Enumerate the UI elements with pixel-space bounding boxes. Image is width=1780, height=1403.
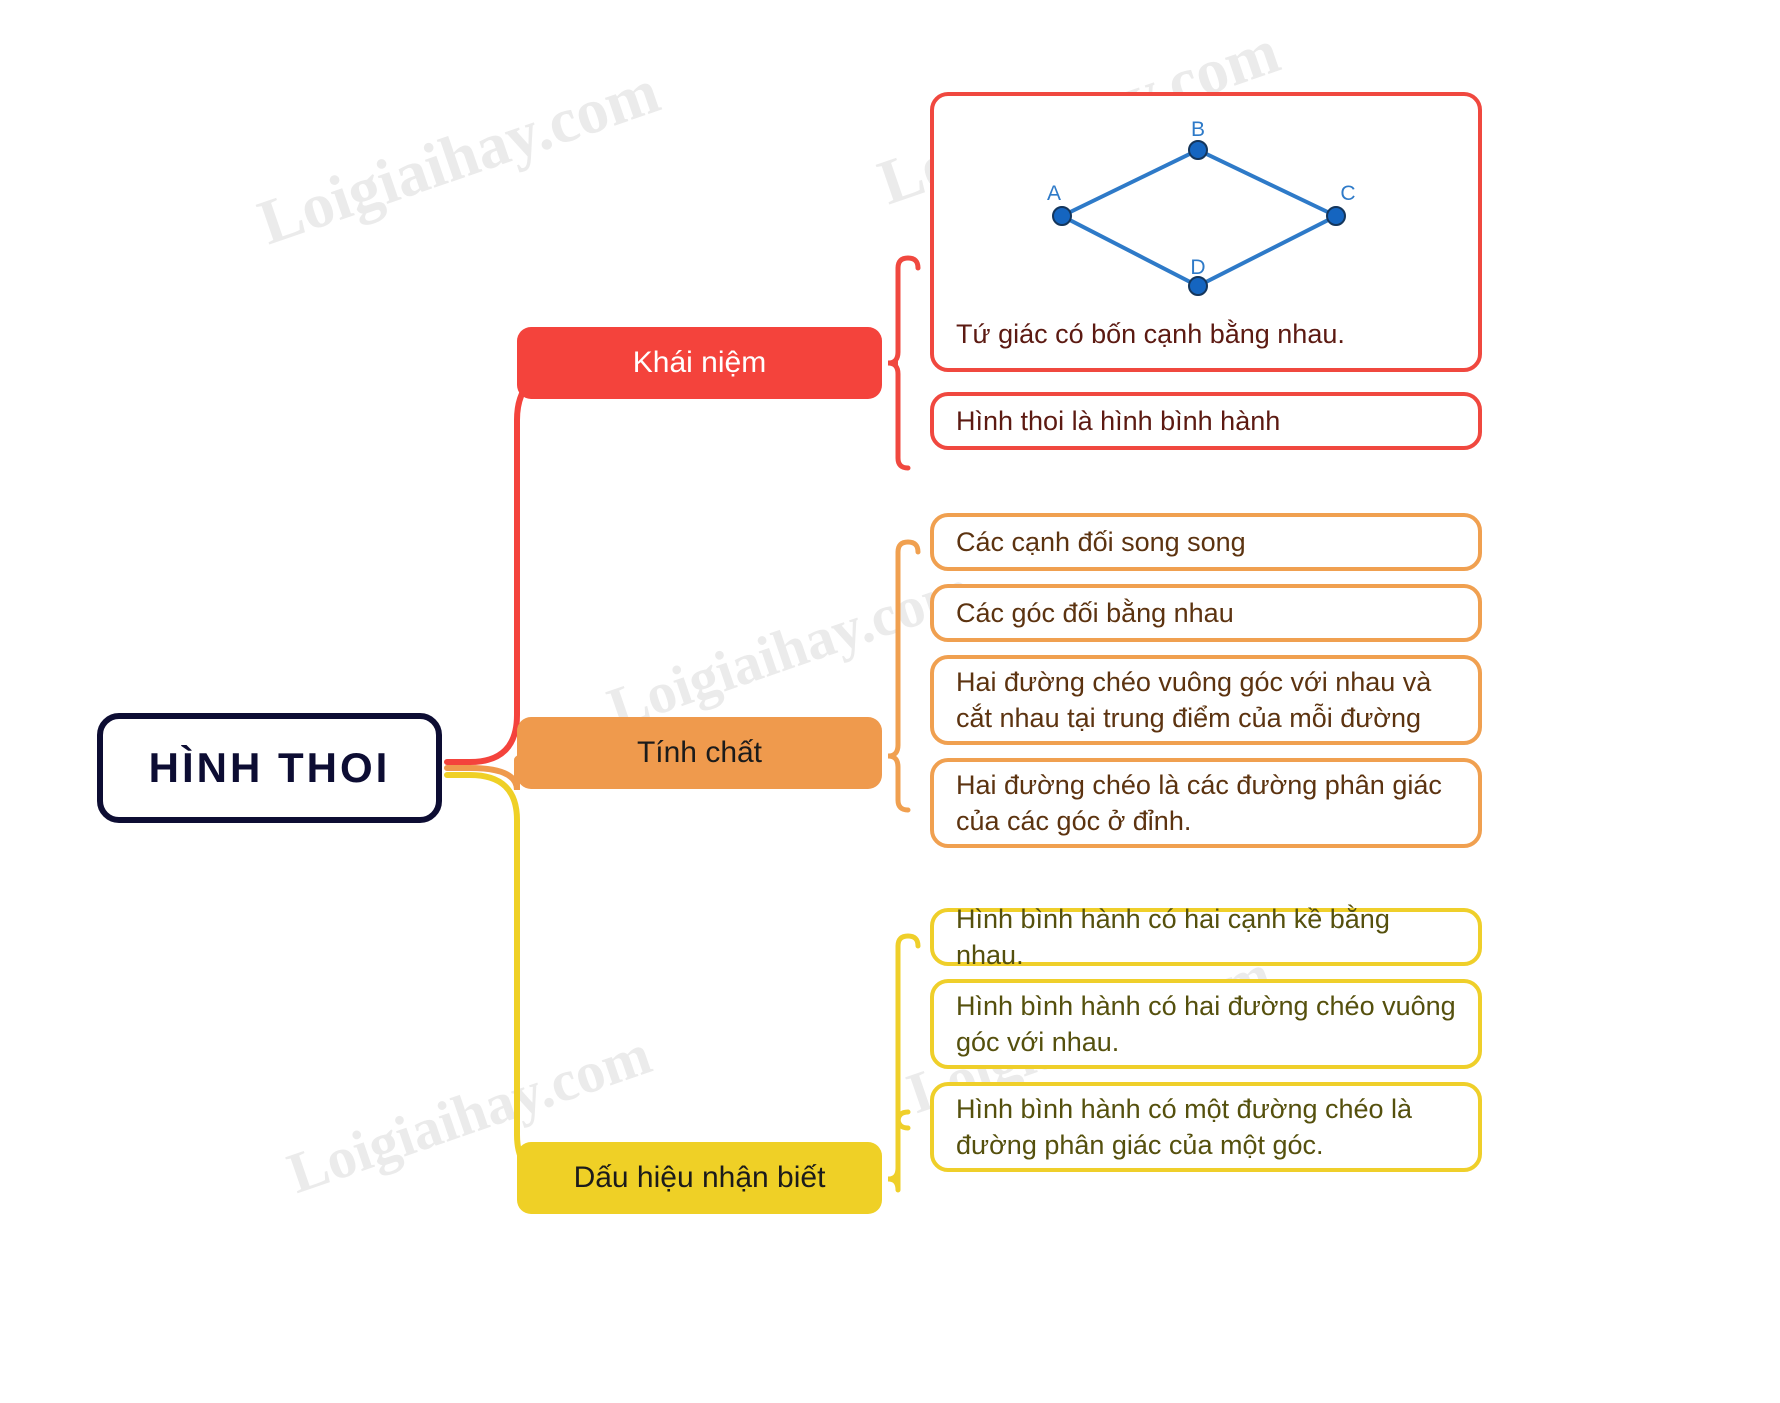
watermark: Loigiaihay.com	[249, 54, 668, 259]
leaf-text: Hình thoi là hình bình hành	[956, 405, 1281, 436]
leaf-text: Hình bình hành có một đường chéo là đườn…	[956, 1093, 1413, 1160]
branch-dau-hieu-nhan-biet[interactable]: Dấu hiệu nhận biết	[517, 1142, 882, 1214]
leaf-card[interactable]: Hai đường chéo là các đường phân giác củ…	[930, 758, 1482, 848]
leaf-text: Hai đường chéo là các đường phân giác củ…	[956, 769, 1442, 836]
leaf-card[interactable]: Các cạnh đối song song	[930, 513, 1482, 571]
vertex-a-label: A	[1047, 182, 1061, 205]
branch-tinh-chat[interactable]: Tính chất	[517, 717, 882, 789]
leaf-text: Hai đường chéo vuông góc với nhau và cắt…	[956, 666, 1432, 733]
leaf-text: Hình bình hành có hai đường chéo vuông g…	[956, 990, 1456, 1057]
rhombus-figure: A B C D	[1047, 118, 1356, 296]
branch-label: Khái niệm	[632, 346, 767, 379]
vertex-d-label: D	[1190, 256, 1205, 279]
leaf-text: Các góc đối bằng nhau	[956, 597, 1234, 628]
leaf-text: Tứ giác có bốn cạnh bằng nhau.	[956, 318, 1345, 349]
leaf-card[interactable]: Hình thoi là hình bình hành	[930, 392, 1482, 450]
leaf-card[interactable]: Hình bình hành có hai đường chéo vuông g…	[930, 979, 1482, 1069]
leaf-card[interactable]: Tứ giác có bốn cạnh bằng nhau.	[930, 92, 1482, 372]
leaf-card[interactable]: Hai đường chéo vuông góc với nhau và cắt…	[930, 655, 1482, 745]
root-node-label: HÌNH THOI	[148, 744, 391, 791]
watermark: Loigiaihay.com	[599, 556, 979, 741]
vertex-d-dot	[1188, 276, 1208, 296]
branch-label: Dấu hiệu nhận biết	[573, 1161, 826, 1194]
leaf-text: Hình bình hành có hai cạnh kề bằng nhau.	[956, 903, 1390, 970]
root-node[interactable]: HÌNH THOI	[97, 713, 442, 823]
vertex-b-label: B	[1191, 118, 1205, 141]
branch-khai-niem[interactable]: Khái niệm	[517, 327, 882, 399]
vertex-b-dot	[1188, 140, 1208, 160]
leaf-card[interactable]: Hình bình hành có một đường chéo là đườn…	[930, 1082, 1482, 1172]
leaf-card[interactable]: Hình bình hành có hai cạnh kề bằng nhau.	[930, 904, 1482, 970]
branch-label: Tính chất	[636, 736, 763, 769]
vertex-a-dot	[1052, 206, 1072, 226]
vertex-c-label: C	[1340, 182, 1355, 205]
vertex-c-dot	[1326, 206, 1346, 226]
leaf-card[interactable]: Các góc đối bằng nhau	[930, 584, 1482, 642]
leaf-text: Các cạnh đối song song	[956, 526, 1246, 557]
